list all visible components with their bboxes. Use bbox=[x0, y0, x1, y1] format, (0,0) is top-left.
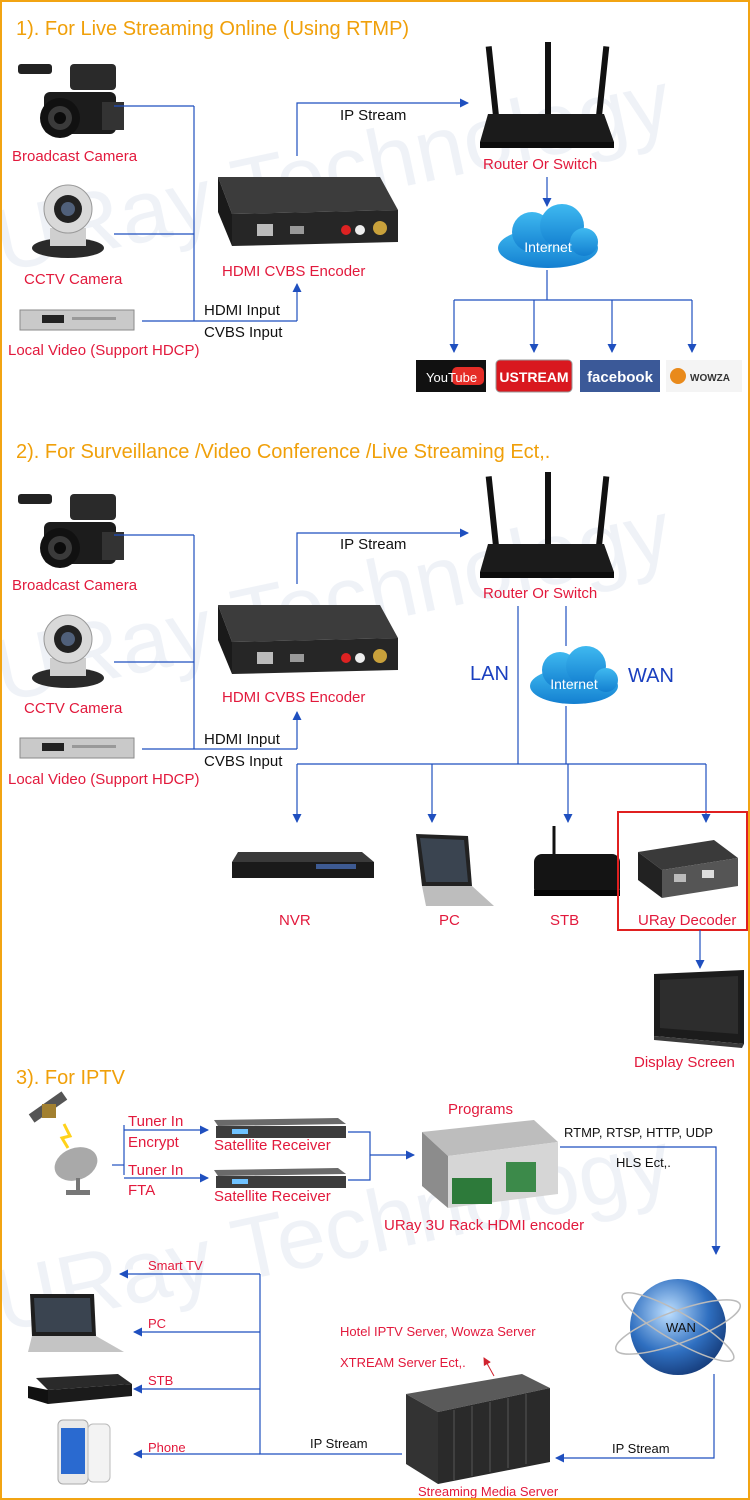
section2-wan-label: WAN bbox=[628, 665, 674, 687]
section2-ip-stream-label: IP Stream bbox=[340, 536, 406, 553]
streaming-server-icon bbox=[406, 1374, 550, 1484]
section3-server-types-label: Hotel IPTV Server, Wowza Server bbox=[340, 1324, 536, 1339]
section3-ip-stream-right: IP Stream bbox=[612, 1441, 670, 1456]
svg-text:facebook: facebook bbox=[587, 369, 654, 386]
section2-cvbs-input-label: CVBS Input bbox=[204, 753, 283, 770]
section1-title: 1). For Live Streaming Online (Using RTM… bbox=[16, 18, 409, 40]
section3-wan-label: WAN bbox=[666, 1320, 696, 1335]
section3-title: 3). For IPTV bbox=[16, 1067, 126, 1089]
section3-programs-label: Programs bbox=[448, 1101, 513, 1118]
section3-tuner-in-1: Tuner In bbox=[128, 1113, 183, 1130]
set-top-box-icon bbox=[28, 1374, 132, 1404]
cctv-camera-icon bbox=[32, 614, 104, 688]
section1-broadcast-camera-label: Broadcast Camera bbox=[12, 148, 138, 165]
s3-server-note-pointer bbox=[483, 1357, 495, 1377]
dvd-player-icon bbox=[19, 737, 135, 759]
laptop-icon bbox=[416, 834, 494, 906]
section1-local-video-label: Local Video (Support HDCP) bbox=[8, 342, 199, 359]
section3-stb-label: STB bbox=[148, 1373, 173, 1388]
section3-ip-stream-left: IP Stream bbox=[310, 1436, 368, 1451]
router-icon bbox=[480, 472, 614, 578]
section3-xtream-label: XTREAM Server Ect,. bbox=[340, 1355, 466, 1370]
decoder-highlight-box bbox=[617, 811, 748, 931]
satellite-dish-icon bbox=[28, 1091, 98, 1195]
section2-router-label: Router Or Switch bbox=[483, 585, 597, 602]
section2-display-label: Display Screen bbox=[634, 1054, 735, 1071]
section2-cctv-camera-label: CCTV Camera bbox=[24, 700, 123, 717]
section2-local-video-label: Local Video (Support HDCP) bbox=[8, 771, 199, 788]
s3-arrow-wan-to-server bbox=[555, 1374, 715, 1463]
satellite-receiver-icon bbox=[214, 1168, 346, 1188]
stb-icon bbox=[534, 826, 620, 896]
section2-nvr-label: NVR bbox=[279, 912, 311, 929]
broadcast-camera-icon bbox=[18, 64, 124, 138]
s3-arrow-to-wan bbox=[560, 1146, 721, 1255]
facebook-logo: facebook bbox=[580, 360, 660, 392]
rack-encoder-icon bbox=[422, 1120, 558, 1208]
section1-encoder-label: HDMI CVBS Encoder bbox=[222, 263, 365, 280]
display-screen-icon bbox=[654, 970, 744, 1048]
s2-ip-stream-arrow bbox=[296, 528, 469, 584]
section3-encrypt: Encrypt bbox=[128, 1134, 180, 1151]
wowza-logo: WOWZA bbox=[666, 360, 742, 392]
cctv-camera-icon bbox=[32, 184, 104, 258]
wan-globe-icon bbox=[614, 1279, 742, 1375]
broadcast-camera-icon bbox=[18, 494, 124, 568]
section3-rack-encoder-label: URay 3U Rack HDMI encoder bbox=[384, 1217, 584, 1234]
section3-phone-label: Phone bbox=[148, 1440, 186, 1455]
section2-stb-label: STB bbox=[550, 912, 579, 929]
section3-sat-receiver-2: Satellite Receiver bbox=[214, 1188, 331, 1205]
section3-hls-label: HLS Ect,. bbox=[616, 1155, 671, 1170]
section3-protocols-label: RTMP, RTSP, HTTP, UDP bbox=[564, 1125, 713, 1140]
section1-internet-label: Internet bbox=[524, 239, 572, 255]
section3-fta: FTA bbox=[128, 1182, 155, 1199]
section1-hdmi-input-label: HDMI Input bbox=[204, 302, 281, 319]
section3-pc-label: PC bbox=[148, 1316, 166, 1331]
section3-streaming-server-label: Streaming Media Server bbox=[418, 1484, 559, 1498]
s3-receiver-merge bbox=[348, 1131, 371, 1181]
youtube-logo: YouTube bbox=[416, 360, 486, 392]
section2-broadcast-camera-label: Broadcast Camera bbox=[12, 577, 138, 594]
internet-cloud-icon bbox=[498, 204, 598, 268]
internet-cloud-icon bbox=[530, 646, 618, 704]
hdmi-cvbs-encoder-icon bbox=[218, 177, 398, 246]
nvr-icon bbox=[232, 852, 374, 878]
router-icon bbox=[480, 42, 614, 148]
hdmi-cvbs-encoder-icon bbox=[218, 605, 398, 674]
section3-smart-tv-label: Smart TV bbox=[148, 1258, 203, 1273]
laptop-icon bbox=[28, 1294, 124, 1352]
section2-lan-label: LAN bbox=[470, 663, 509, 685]
satellite-receiver-icon bbox=[214, 1118, 346, 1138]
smartphone-icon bbox=[57, 1419, 111, 1485]
ustream-logo: USTREAM bbox=[495, 359, 573, 393]
section1-cctv-camera-label: CCTV Camera bbox=[24, 271, 123, 288]
section1-router-label: Router Or Switch bbox=[483, 156, 597, 173]
svg-text:YouTube: YouTube bbox=[426, 370, 477, 385]
section2-decoder-label: URay Decoder bbox=[638, 912, 736, 929]
section1-ip-stream-label: IP Stream bbox=[340, 107, 406, 124]
section2-title: 2). For Surveillance /Video Conference /… bbox=[16, 441, 550, 463]
section3-tuner-in-2: Tuner In bbox=[128, 1162, 183, 1179]
section3-sat-receiver-1: Satellite Receiver bbox=[214, 1137, 331, 1154]
section2-hdmi-input-label: HDMI Input bbox=[204, 731, 281, 748]
uray-decoder-icon bbox=[638, 840, 738, 898]
s1-ip-stream-arrow bbox=[296, 98, 469, 156]
dvd-player-icon bbox=[19, 309, 135, 331]
section2-pc-label: PC bbox=[439, 912, 460, 929]
section2-encoder-label: HDMI CVBS Encoder bbox=[222, 689, 365, 706]
section2-internet-label: Internet bbox=[550, 676, 598, 692]
svg-text:USTREAM: USTREAM bbox=[499, 369, 568, 385]
section1-cvbs-input-label: CVBS Input bbox=[204, 324, 283, 341]
svg-text:WOWZA: WOWZA bbox=[690, 373, 730, 384]
